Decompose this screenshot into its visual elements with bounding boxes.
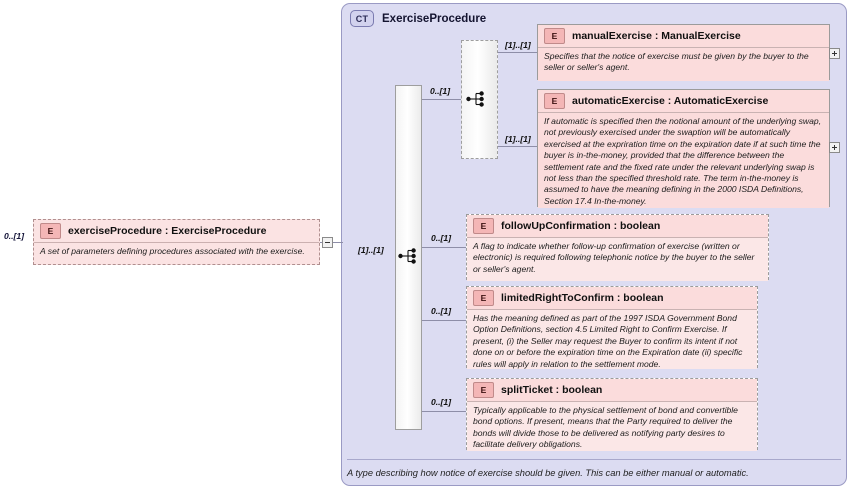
element-badge-icon: E xyxy=(544,93,565,109)
connector-root-to-container xyxy=(333,242,343,243)
limited-right-to-confirm-cardinality-label: 0..[1] xyxy=(431,306,452,316)
node-follow-up-confirmation-description: A flag to indicate whether follow-up con… xyxy=(473,241,755,274)
node-manual-exercise-description: Specifies that the notice of exercise mu… xyxy=(544,51,809,73)
manual-exercise-expand-toggle[interactable] xyxy=(829,48,840,59)
choice-cardinality-label: 0..[1] xyxy=(430,86,451,96)
node-manual-exercise[interactable]: E manualExercise : ManualExercise Specif… xyxy=(537,24,830,81)
element-badge-icon: E xyxy=(473,382,494,398)
complex-type-badge-icon: CT xyxy=(350,10,374,27)
root-element-box[interactable]: E exerciseProcedure : ExerciseProcedure … xyxy=(33,219,320,265)
node-limited-right-to-confirm-description-area: Has the meaning defined as part of the 1… xyxy=(467,309,757,369)
node-automatic-exercise-description: If automatic is specified then the notio… xyxy=(544,116,822,206)
follow-up-confirmation-cardinality-label: 0..[1] xyxy=(431,233,452,243)
node-automatic-exercise-description-area: If automatic is specified then the notio… xyxy=(538,112,829,208)
node-split-ticket-header: E splitTicket : boolean xyxy=(467,379,757,401)
element-badge-icon: E xyxy=(473,218,494,234)
connector-seq-to-choice xyxy=(422,99,461,100)
connector-seq-to-limitedright xyxy=(422,320,466,321)
node-split-ticket-title: splitTicket : boolean xyxy=(501,384,603,396)
element-badge-icon: E xyxy=(473,290,494,306)
element-badge-icon: E xyxy=(544,28,565,44)
node-automatic-exercise[interactable]: E automaticExercise : AutomaticExercise … xyxy=(537,89,830,208)
root-element-description: A set of parameters defining procedures … xyxy=(40,246,305,256)
connector-seq-to-followup xyxy=(422,247,466,248)
complex-type-title: ExerciseProcedure xyxy=(382,12,487,25)
node-automatic-exercise-title: automaticExercise : AutomaticExercise xyxy=(572,95,769,107)
root-element-title: exerciseProcedure : ExerciseProcedure xyxy=(68,225,267,237)
node-limited-right-to-confirm-title: limitedRightToConfirm : boolean xyxy=(501,292,664,304)
node-limited-right-to-confirm-header: E limitedRightToConfirm : boolean xyxy=(467,287,757,309)
node-manual-exercise-header: E manualExercise : ManualExercise xyxy=(538,25,829,47)
connector-choice-to-manual xyxy=(498,52,537,53)
automatic-exercise-expand-toggle[interactable] xyxy=(829,142,840,153)
node-split-ticket-description-area: Typically applicable to the physical set… xyxy=(467,401,757,451)
node-follow-up-confirmation-description-area: A flag to indicate whether follow-up con… xyxy=(467,237,768,281)
root-collapse-toggle[interactable] xyxy=(322,237,333,248)
node-follow-up-confirmation-title: followUpConfirmation : boolean xyxy=(501,220,661,232)
element-badge-icon: E xyxy=(40,223,61,239)
complex-type-footer: A type describing how notice of exercise… xyxy=(347,459,841,481)
choice-icon xyxy=(466,91,484,107)
root-element-header: E exerciseProcedure : ExerciseProcedure xyxy=(34,220,319,242)
node-split-ticket[interactable]: E splitTicket : boolean Typically applic… xyxy=(466,378,758,451)
sequence-cardinality-label: [1]..[1] xyxy=(358,245,384,255)
root-element-description-area: A set of parameters defining procedures … xyxy=(34,242,319,260)
sequence-icon xyxy=(398,248,416,264)
node-limited-right-to-confirm-description: Has the meaning defined as part of the 1… xyxy=(473,313,743,369)
manual-exercise-cardinality-label: [1]..[1] xyxy=(505,40,531,50)
root-cardinality-label: 0..[1] xyxy=(4,231,25,241)
node-split-ticket-description: Typically applicable to the physical set… xyxy=(473,405,738,450)
node-limited-right-to-confirm[interactable]: E limitedRightToConfirm : boolean Has th… xyxy=(466,286,758,369)
complex-type-description: A type describing how notice of exercise… xyxy=(347,468,749,478)
node-automatic-exercise-header: E automaticExercise : AutomaticExercise xyxy=(538,90,829,112)
split-ticket-cardinality-label: 0..[1] xyxy=(431,397,452,407)
connector-choice-to-automatic xyxy=(498,146,537,147)
connector-seq-to-splitticket xyxy=(422,411,466,412)
node-follow-up-confirmation-header: E followUpConfirmation : boolean xyxy=(467,215,768,237)
complex-type-header: CT ExerciseProcedure xyxy=(350,10,486,27)
node-follow-up-confirmation[interactable]: E followUpConfirmation : boolean A flag … xyxy=(466,214,769,281)
node-manual-exercise-description-area: Specifies that the notice of exercise mu… xyxy=(538,47,829,81)
automatic-exercise-cardinality-label: [1]..[1] xyxy=(505,134,531,144)
node-manual-exercise-title: manualExercise : ManualExercise xyxy=(572,30,741,42)
